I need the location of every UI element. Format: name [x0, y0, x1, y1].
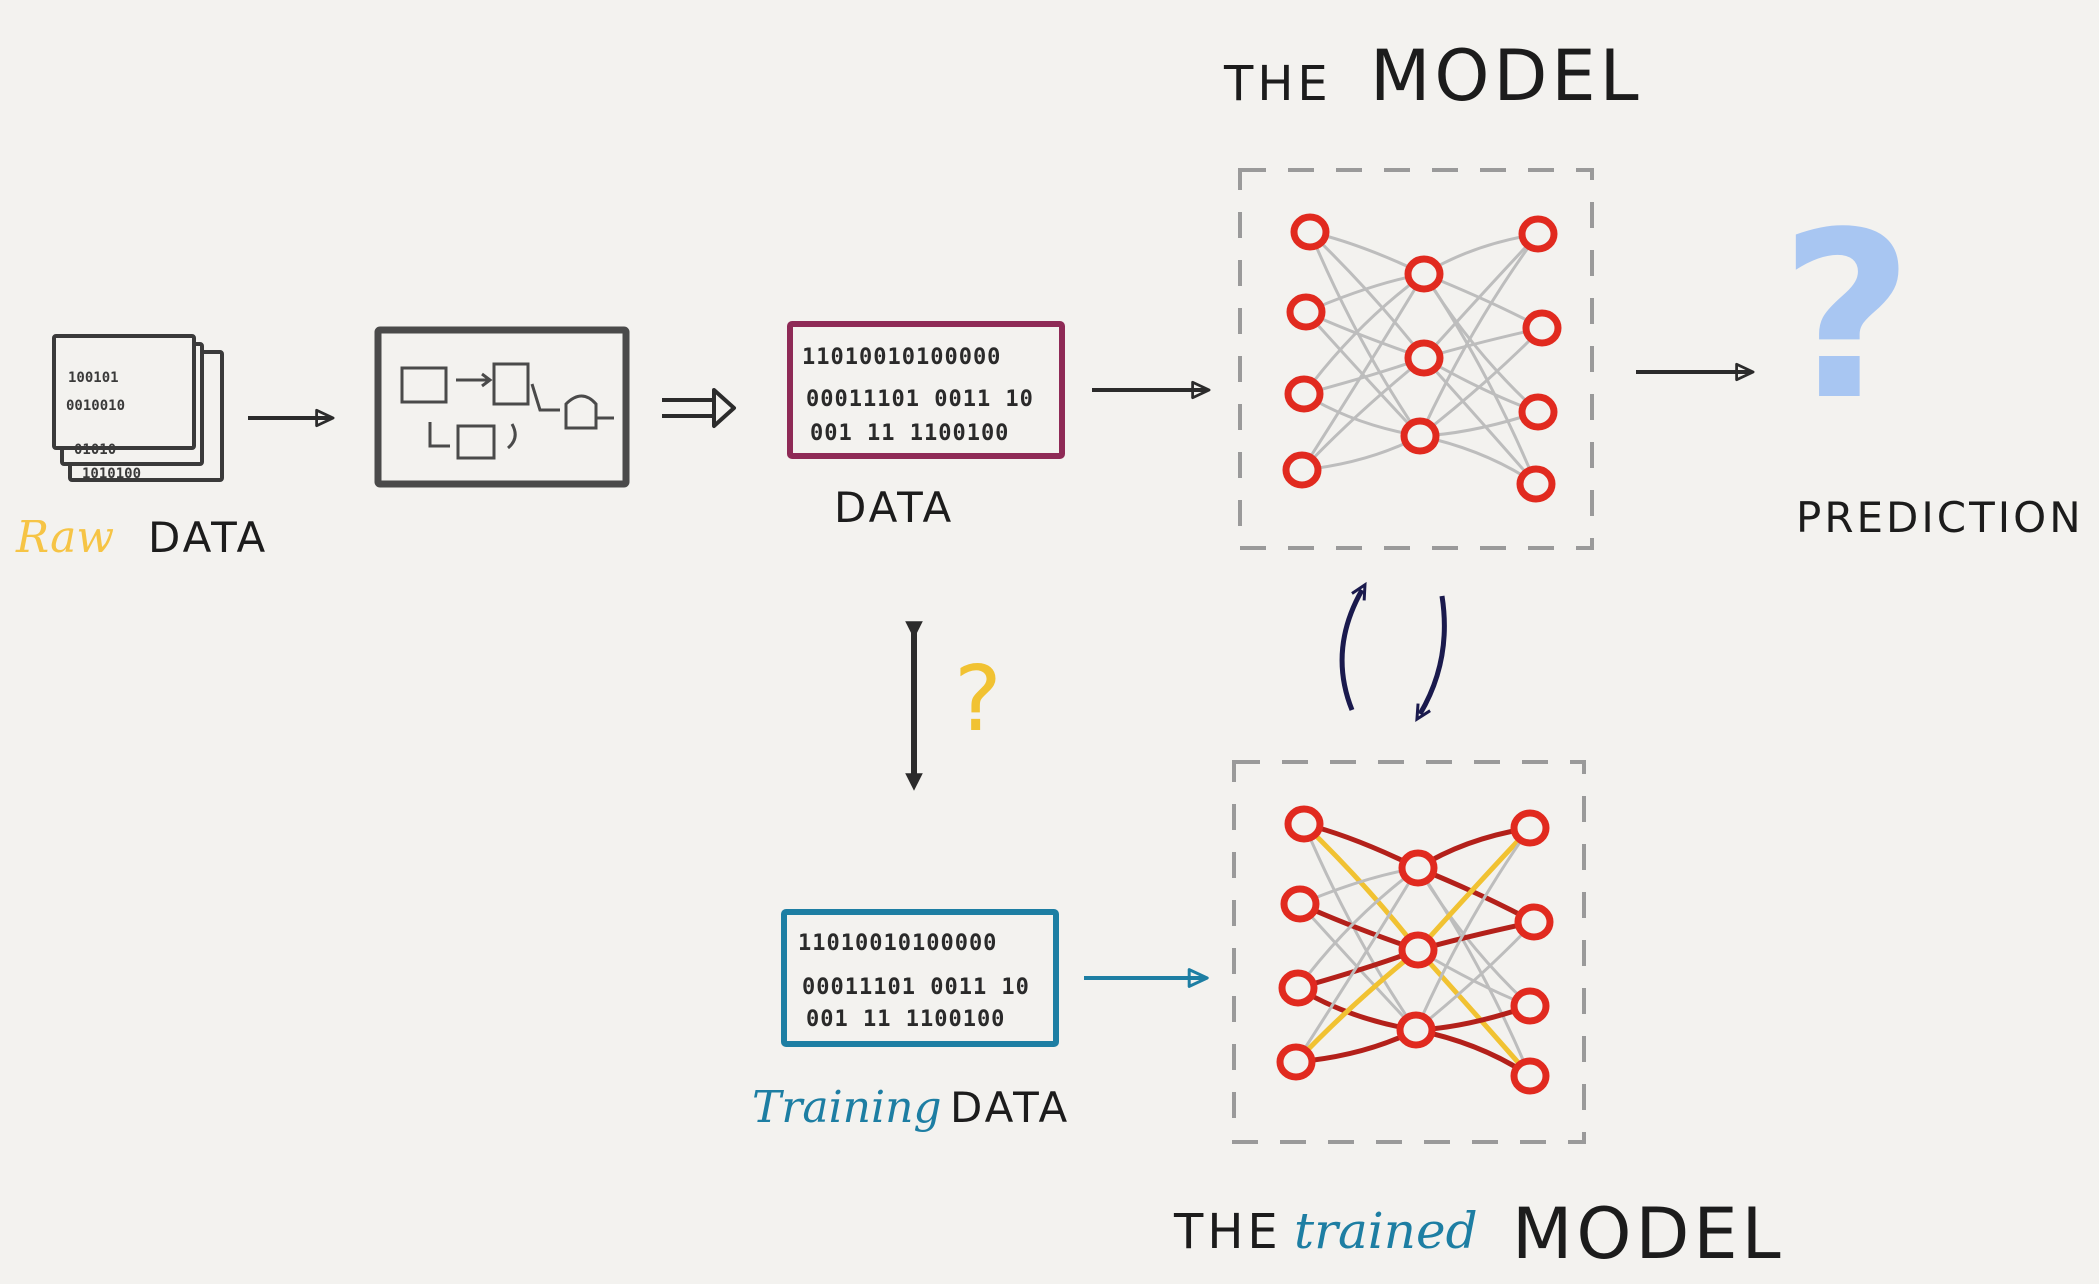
model-edge: [1418, 232, 1540, 438]
model-edge: [1422, 272, 1538, 486]
model-group: THE MODEL: [1223, 35, 1643, 550]
training-data-label: DATA: [950, 1083, 1070, 1132]
model-node: [1286, 293, 1326, 331]
data-binary-line-2: 00011101 0011 10: [806, 387, 1034, 412]
trained-model-node: [1398, 931, 1438, 969]
raw-binary-line-3: 01010: [74, 442, 116, 458]
training-binary-line-3: 001 11 1100100: [806, 1007, 1005, 1032]
data-box: [787, 321, 1065, 459]
arrow-pipeline-to-data: [662, 388, 736, 428]
model-node: [1518, 215, 1558, 253]
model-nodes: [1282, 213, 1562, 503]
processing-pipeline-icon: [374, 326, 630, 488]
trained-model-node: [1276, 1043, 1316, 1081]
raw-binary-line-4: 1010100: [82, 466, 141, 482]
model-node: [1282, 451, 1322, 489]
trained-model-node: [1514, 903, 1554, 941]
prediction-label: PREDICTION: [1796, 493, 2084, 542]
trained-model-node: [1280, 885, 1320, 923]
trained-model-group: THE trained MODEL: [1173, 760, 1785, 1275]
model-title-model: MODEL: [1370, 35, 1643, 117]
model-node: [1516, 465, 1556, 503]
trained-title-the: THE: [1173, 1204, 1282, 1260]
model-edge: [1308, 230, 1426, 360]
trained-model-node: [1396, 1011, 1436, 1049]
model-node: [1404, 339, 1444, 377]
data-group: 11010010100000 00011101 0011 10 001 11 1…: [787, 321, 1065, 532]
model-node: [1400, 417, 1440, 455]
trained-model-node: [1278, 969, 1318, 1007]
prediction-group: ? PREDICTION: [1780, 184, 2084, 542]
model-title-the: THE: [1223, 56, 1332, 112]
model-node: [1404, 255, 1444, 293]
trained-model-dashed-frame: [1232, 760, 1586, 1144]
trained-model-edge: [1302, 822, 1418, 1032]
raw-binary-line-1: 100101: [68, 370, 119, 386]
model-dashed-frame: [1238, 168, 1594, 550]
trained-model-edge: [1416, 866, 1532, 1078]
trained-model-edge: [1414, 826, 1532, 1032]
model-node: [1284, 375, 1324, 413]
trained-model-node: [1510, 1057, 1550, 1095]
trained-model-edge: [1301, 821, 1421, 953]
trained-model-nodes: [1276, 805, 1554, 1095]
trained-model-edge: [1296, 866, 1420, 990]
training-accent-label: Training: [752, 1082, 942, 1133]
raw-binary-line-2: 0010010: [66, 398, 125, 414]
paper-stack-icon: 100101 0010010 01010 1010100: [52, 334, 224, 482]
trained-model-node: [1398, 849, 1438, 887]
trained-title-accent: trained: [1294, 1202, 1478, 1260]
model-node: [1290, 213, 1330, 251]
raw-data-label: DATA: [148, 513, 268, 562]
question-mark-icon: ?: [1780, 184, 1913, 451]
model-edge: [1308, 230, 1422, 438]
trained-model-edge: [1415, 825, 1533, 953]
model-edge: [1302, 272, 1426, 396]
training-binary-line-1: 11010010100000: [798, 931, 997, 956]
trained-title-model: MODEL: [1512, 1193, 1785, 1275]
trained-model-node: [1284, 805, 1324, 843]
data-label: DATA: [834, 483, 954, 532]
data-binary-line-1: 11010010100000: [802, 345, 1001, 370]
data-binary-line-3: 001 11 1100100: [810, 421, 1009, 446]
trained-model-node: [1510, 987, 1550, 1025]
link-question-mark: ?: [954, 647, 1002, 752]
training-binary-line-2: 00011101 0011 10: [802, 975, 1030, 1000]
training-data-box: [781, 909, 1059, 1047]
cycle-arrow-down: [1415, 595, 1447, 723]
raw-accent-label: Raw: [15, 512, 114, 563]
trained-model-node: [1510, 809, 1550, 847]
training-cycle-icon: [1339, 581, 1447, 723]
cycle-arrow-up: [1339, 581, 1367, 711]
trained-model-edge: [1294, 866, 1420, 1064]
model-node: [1522, 309, 1562, 347]
model-node: [1518, 393, 1558, 431]
raw-data-group: 100101 0010010 01010 1010100 Raw DATA: [15, 334, 268, 563]
model-edge: [1422, 232, 1540, 360]
model-edge: [1300, 272, 1426, 472]
training-data-group: 11010010100000 00011101 0011 10 001 11 1…: [752, 909, 1070, 1133]
